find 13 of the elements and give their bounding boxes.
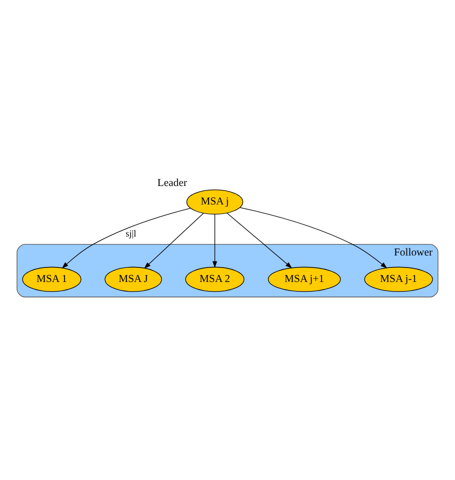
node-label: Leader (157, 177, 188, 190)
node-ellipse: MSA 2 (185, 266, 244, 292)
node-ellipse: MSA j-1 (364, 266, 433, 292)
node-ellipse: MSA 1 (22, 266, 82, 292)
node-ellipse: MSA J (104, 266, 162, 292)
node-ellipse: MSA j (186, 189, 244, 215)
arrow (240, 207, 388, 268)
edge-label: sj|l (126, 229, 136, 240)
arrow (212, 214, 218, 268)
node-ellipse: MSA j+1 (268, 266, 341, 292)
arrow (144, 212, 204, 269)
arrow (62, 208, 191, 269)
arrow (226, 212, 292, 268)
